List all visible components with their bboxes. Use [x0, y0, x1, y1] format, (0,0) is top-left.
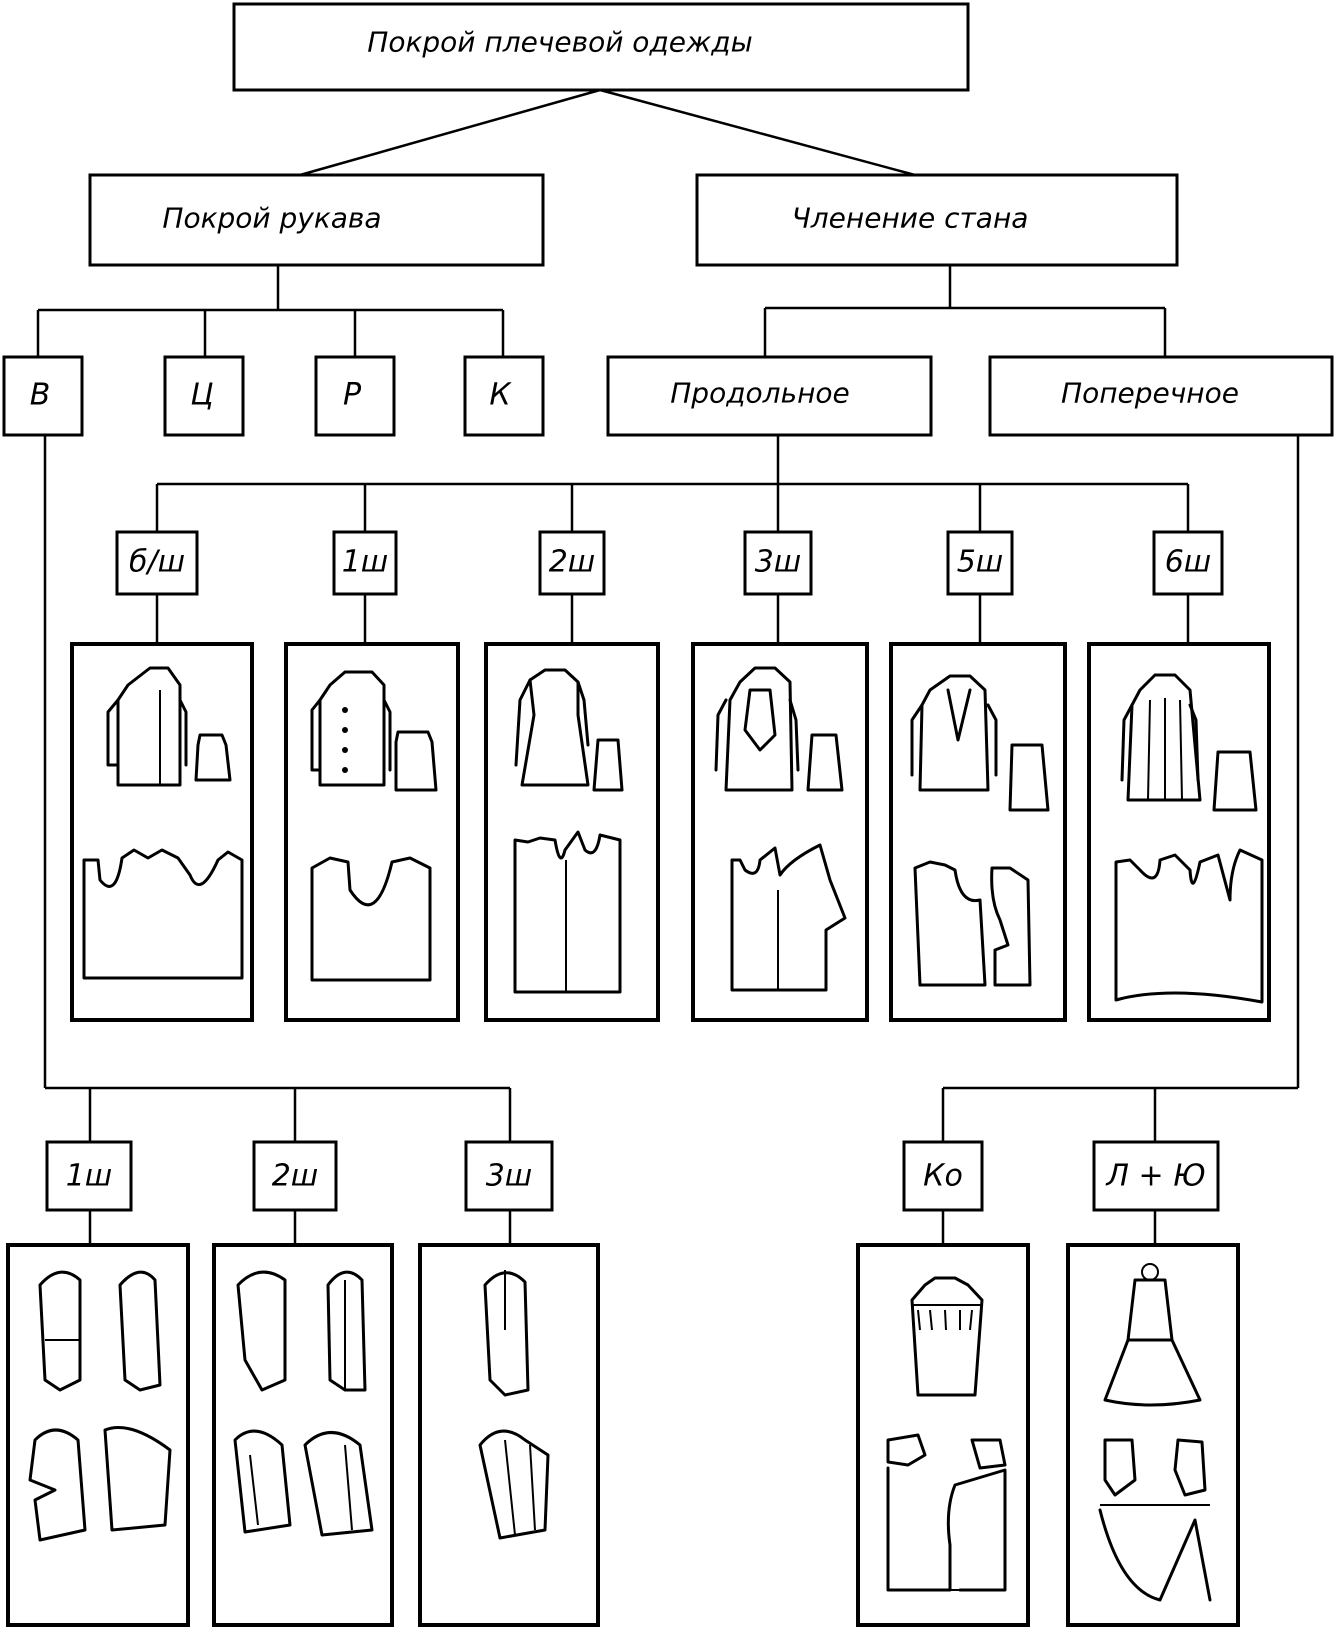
seam-3: 3ш [755, 545, 802, 580]
coat-three-seams-icon [691, 642, 869, 1022]
longitudinal-label: Продольное [670, 377, 850, 410]
connectors [36, 88, 1300, 1245]
sleeve-seam-nodes: 1ш 2ш 3ш [45, 1140, 554, 1212]
longitudinal-seam-nodes: б/ш 1ш 2ш 3ш 5ш 6ш [115, 530, 1224, 596]
dress-yoke-icon [856, 1243, 1030, 1627]
seam-none: б/ш [129, 545, 185, 580]
body-division-label: Членение стана [792, 202, 1029, 235]
sleeve-type-ts: Ц [190, 378, 213, 413]
sleeve-type-k: К [489, 378, 512, 413]
dress-two-seams-icon [484, 642, 660, 1022]
transverse-label: Поперечное [1061, 377, 1239, 410]
coat-no-seams-icon [70, 642, 254, 1022]
jacket-one-seam-icon [284, 642, 460, 1022]
sleeve-cut-label: Покрой рукава [162, 202, 381, 235]
sleeve-seam-1: 1ш [66, 1159, 113, 1194]
division-type-nodes: Продольное Поперечное [606, 355, 1334, 437]
seam-5: 5ш [957, 545, 1004, 580]
seam-6: 6ш [1165, 545, 1212, 580]
sleeve-seam-3: 3ш [486, 1159, 533, 1194]
transverse-ko: Ко [923, 1159, 963, 1194]
sleeve-type-v: В [30, 378, 51, 413]
jacket-five-seams-icon [889, 642, 1067, 1022]
root-node: Покрой плечевой одежды [232, 2, 970, 92]
seam-1: 1ш [342, 545, 389, 580]
transverse-type-nodes: Ко Л + Ю [902, 1140, 1220, 1212]
sleeve-type-nodes: В Ц Р К [2, 355, 545, 437]
sleeve-cut-node: Покрой рукава [88, 173, 545, 267]
coat-six-seams-icon [1087, 642, 1271, 1022]
sleeve-two-seams-icon [212, 1243, 394, 1627]
root-label: Покрой плечевой одежды [367, 26, 752, 59]
sleeve-one-seam-icon [6, 1243, 190, 1627]
sleeve-three-seams-icon [418, 1243, 600, 1627]
sleeve-type-r: Р [343, 378, 362, 413]
dress-bodice-skirt-icon [1066, 1243, 1240, 1627]
sleeve-seam-2: 2ш [272, 1159, 319, 1194]
seam-2: 2ш [549, 545, 596, 580]
transverse-l-yu: Л + Ю [1105, 1159, 1205, 1194]
body-division-node: Членение стана [695, 173, 1179, 267]
